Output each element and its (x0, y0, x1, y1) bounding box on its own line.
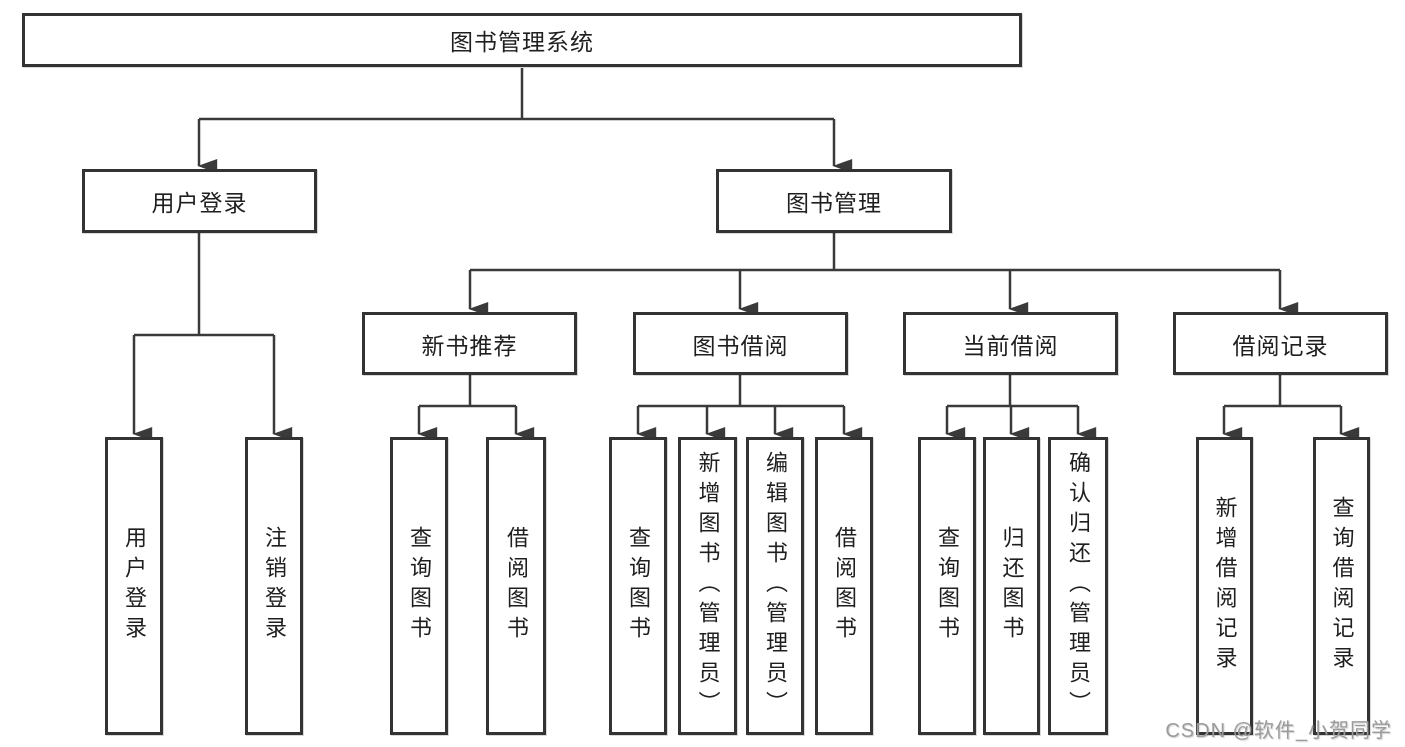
edges-new-book-rec-children (417, 375, 535, 441)
edges-borrow-records-children (1222, 375, 1360, 441)
node-root-label: 图书管理系统 (450, 29, 594, 55)
edges-current-borrow-children (945, 375, 1097, 441)
node-book-borrow: 图书借阅 (633, 312, 848, 375)
node-borrow-records: 借阅记录 (1173, 312, 1388, 375)
leaf-bb-edit-book-admin: 编辑图书（管理员） (746, 437, 804, 735)
leaf-cb-return-books: 归还图书 (983, 437, 1040, 735)
leaf-user-login: 用户登录 (105, 437, 163, 735)
leaf-cb-confirm-return-admin-label: 确认归还（管理员） (1066, 451, 1091, 721)
leaf-br-add-record-label: 新增借阅记录 (1212, 496, 1238, 676)
node-new-book-rec-label: 新书推荐 (421, 332, 518, 359)
node-book-borrow-label: 图书借阅 (692, 332, 789, 359)
leaf-bb-borrow-books: 借阅图书 (815, 437, 873, 735)
edges-root-to-level2 (197, 68, 853, 173)
leaf-br-query-record: 查询借阅记录 (1313, 437, 1370, 735)
leaf-cb-return-books-label: 归还图书 (999, 526, 1025, 646)
leaf-bb-borrow-books-label: 借阅图书 (832, 526, 857, 646)
leaf-bb-edit-book-admin-label: 编辑图书（管理员） (763, 451, 788, 721)
leaf-bb-query-books-label: 查询图书 (626, 526, 651, 646)
leaf-cb-confirm-return-admin: 确认归还（管理员） (1048, 437, 1108, 735)
leaf-nbr-borrow-books: 借阅图书 (486, 437, 546, 735)
leaf-cb-query-books-label: 查询图书 (935, 526, 960, 646)
node-user-login: 用户登录 (82, 169, 317, 233)
node-book-mgmt: 图书管理 (716, 169, 952, 233)
node-root: 图书管理系统 (22, 13, 1022, 67)
leaf-user-login-label: 用户登录 (122, 526, 147, 646)
node-new-book-rec: 新书推荐 (362, 312, 577, 375)
csdn-watermark: CSDN @软件_小贺同学 (1165, 720, 1392, 742)
node-current-borrow: 当前借阅 (903, 312, 1118, 375)
node-book-mgmt-label: 图书管理 (786, 190, 882, 216)
edges-user-login-children (132, 233, 293, 441)
leaf-br-query-record-label: 查询借阅记录 (1329, 496, 1355, 676)
leaf-logout-label: 注销登录 (262, 526, 287, 646)
node-current-borrow-label: 当前借阅 (962, 332, 1059, 359)
node-user-login-label: 用户登录 (151, 190, 248, 216)
leaf-bb-add-book-admin-label: 新增图书（管理员） (695, 451, 721, 721)
node-borrow-records-label: 借阅记录 (1232, 332, 1329, 359)
leaf-bb-add-book-admin: 新增图书（管理员） (678, 437, 737, 735)
leaf-nbr-borrow-books-label: 借阅图书 (504, 526, 529, 646)
leaf-logout: 注销登录 (245, 437, 303, 735)
edges-book-borrow-children (636, 375, 863, 441)
leaf-br-add-record: 新增借阅记录 (1196, 437, 1253, 735)
leaf-bb-query-books: 查询图书 (609, 437, 667, 735)
leaf-nbr-query-books-label: 查询图书 (407, 526, 432, 646)
leaf-cb-query-books: 查询图书 (918, 437, 976, 735)
leaf-nbr-query-books: 查询图书 (390, 437, 448, 735)
edges-book-mgmt-to-level3 (468, 233, 1299, 316)
